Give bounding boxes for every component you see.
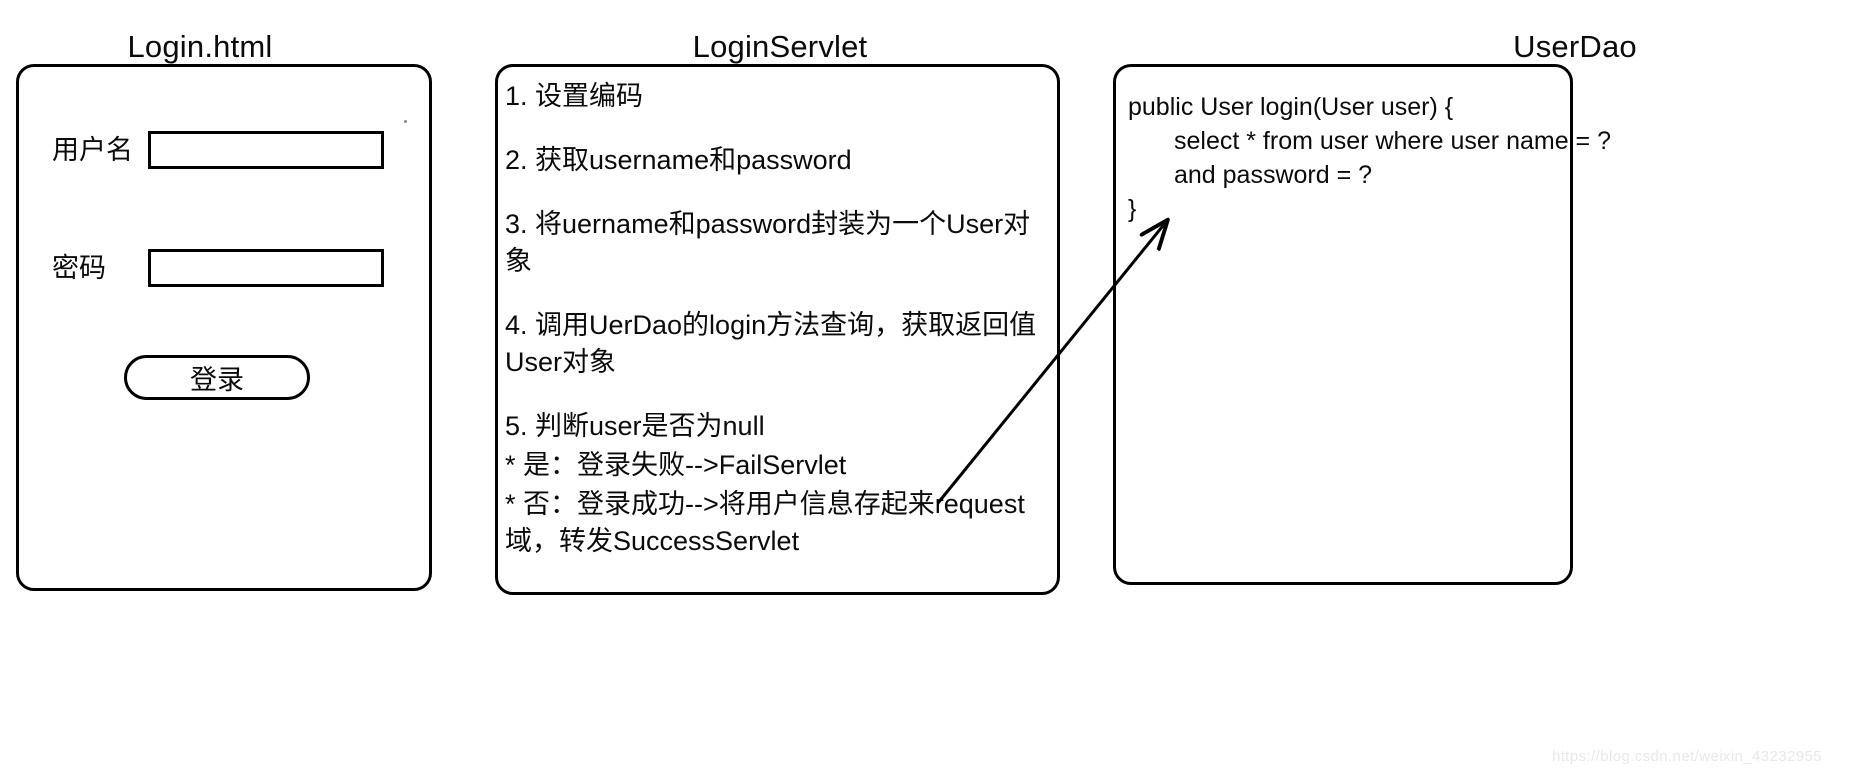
username-label: 用户名 [52,135,133,165]
username-input[interactable] [148,131,384,169]
panel-box-user-dao [1113,64,1573,585]
password-input[interactable] [148,249,384,287]
dao-code-line-1: public User login(User user) { [1128,93,1454,121]
login-submit-button[interactable]: 登录 [124,355,310,400]
servlet-step-1: 1. 设置编码 [505,81,644,111]
dao-code-line-2: select * from user where user name = ? [1174,127,1611,155]
panel-title-user-dao: UserDao [1513,29,1637,64]
dao-code-block: public User login(User user) { select * … [1128,90,1611,226]
servlet-step-3: 3. 将uername和password封装为一个User对象 [505,209,1031,276]
dao-code-line-4: } [1128,195,1137,223]
servlet-step-5-yes: * 是：登录失败-->FailServlet [505,450,847,480]
dao-code-line-3: and password = ? [1174,161,1373,189]
form-row-username: 用户名 [52,131,384,169]
stray-dot-mark [404,120,407,123]
servlet-step-5: 5. 判断user是否为null [505,411,765,441]
watermark-url: https://blog.csdn.net/weixin_43232955 [1552,748,1822,765]
panel-title-login-html: Login.html [127,29,273,64]
servlet-step-4: 4. 调用UerDao的login方法查询，获取返回值User对象 [505,310,1037,377]
panel-title-login-servlet: LoginServlet [692,29,868,64]
servlet-step-list: 1. 设置编码 2. 获取username和password 3. 将uerna… [505,78,1050,562]
password-label: 密码 [52,253,106,283]
servlet-step-2: 2. 获取username和password [505,145,852,175]
servlet-step-5-no: * 否：登录成功-->将用户信息存起来request域，转发SuccessSer… [505,489,1025,556]
form-row-password: 密码 [52,249,384,287]
